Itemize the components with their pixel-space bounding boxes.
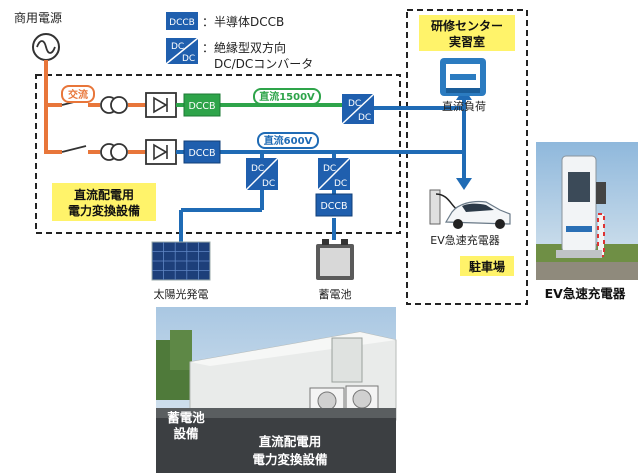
rectifier-icon xyxy=(145,92,177,165)
pcs-label-2: 電力変換設備 xyxy=(68,203,140,218)
svg-text:DC: DC xyxy=(323,164,336,174)
arrow-down-icon xyxy=(456,178,472,190)
dccb-1500-box xyxy=(183,93,221,117)
svg-text:DC: DC xyxy=(171,42,184,52)
dccb-1500-label: DCCB xyxy=(188,101,215,112)
dccb-600-box xyxy=(183,140,221,164)
ev-charger-photo xyxy=(536,142,638,280)
photo-battery-label-2: 設備 xyxy=(173,426,199,441)
parking-label-box xyxy=(460,256,514,276)
dcdc-converter-solar: DC DC xyxy=(245,157,279,191)
switch-icon xyxy=(61,98,87,153)
electric-car-icon xyxy=(444,200,511,229)
battery-icon xyxy=(316,239,354,280)
svg-text:DC: DC xyxy=(262,179,275,189)
legend-converter-icon: DC DC xyxy=(165,37,199,65)
facility-photo xyxy=(156,307,397,473)
svg-text:DC: DC xyxy=(182,54,195,64)
ac-wiring xyxy=(44,60,146,154)
ac-label-box xyxy=(61,85,95,103)
dc600-label-box xyxy=(257,132,319,149)
dccb-600-label: DCCB xyxy=(188,148,215,159)
legend-converter-desc-2: DC/DCコンバータ xyxy=(214,57,313,71)
training-center-label-2: 実習室 xyxy=(449,34,485,49)
dccb-battery-label: DCCB xyxy=(320,201,347,212)
svg-text:DCCB: DCCB xyxy=(169,18,195,28)
training-center-box xyxy=(406,9,528,305)
dcdc-converter-main: DC DC xyxy=(341,93,375,125)
ev-charger-label: EV急速充電器 xyxy=(430,233,499,247)
pcs-label-box xyxy=(52,183,156,221)
legend-dccb-desc: ：半導体DCCB xyxy=(202,15,284,29)
dcdc-converter-battery: DC DC xyxy=(317,157,351,191)
legend-dccb-box xyxy=(166,12,198,30)
grid-source-label: 商用電源 xyxy=(14,10,62,25)
svg-text:DC: DC xyxy=(334,179,347,189)
photo-pcs-label-2: 電力変換設備 xyxy=(252,452,328,467)
legend-converter-desc-1: ：絶縁型双方向 xyxy=(202,40,286,55)
training-center-label-box xyxy=(419,15,515,51)
dc1500-label: 直流1500V xyxy=(259,90,315,103)
photo-battery-label-1: 蓄電池 xyxy=(167,410,205,425)
svg-text:DC: DC xyxy=(358,113,371,123)
training-center-label-1: 研修センター xyxy=(431,18,503,33)
transformer-icon xyxy=(100,96,128,161)
dccb-battery-box xyxy=(315,193,353,217)
dc600-line xyxy=(176,98,466,242)
dc-load-label: 直流負荷 xyxy=(442,99,486,113)
pcs-label-1: 直流配電用 xyxy=(74,187,134,202)
solar-label: 太陽光発電 xyxy=(154,287,209,301)
battery-label: 蓄電池 xyxy=(319,288,352,301)
solar-panel-icon xyxy=(151,241,211,281)
ev-photo-caption: EV急速充電器 xyxy=(545,286,626,301)
svg-text:DC: DC xyxy=(348,99,361,109)
parking-label: 駐車場 xyxy=(469,259,505,274)
dc-load-icon xyxy=(440,58,486,96)
ac-label: 交流 xyxy=(68,88,88,101)
svg-text:DC: DC xyxy=(251,164,264,174)
photo-pcs-label-1: 直流配電用 xyxy=(259,434,322,449)
dc600-label: 直流600V xyxy=(264,134,313,147)
dc1500-label-box xyxy=(253,88,321,105)
